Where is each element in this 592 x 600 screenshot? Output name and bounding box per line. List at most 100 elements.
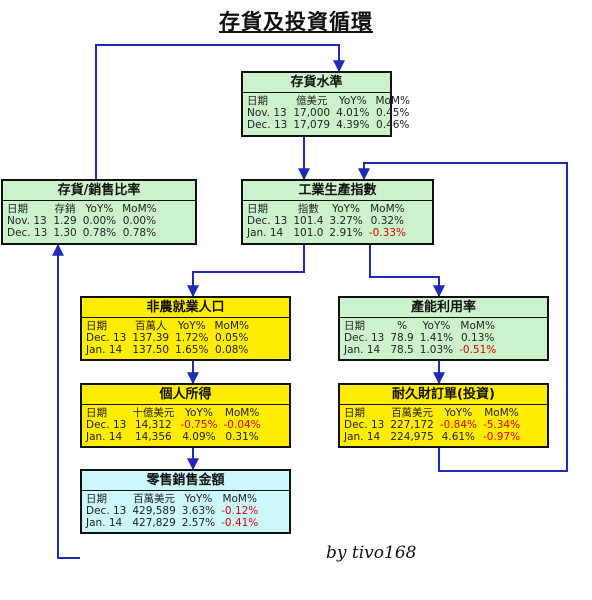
table-row: Dec. 13 101.4 3.27% 0.32% [243,215,409,227]
table-cell: 3.27% [329,215,363,227]
durable-to-production-arrow [358,162,568,472]
production-to-capacity-arrow [369,245,445,298]
table-cell: 4.09% [182,431,216,443]
table-cell: -0.75% [180,419,218,431]
column-header: 日期 [7,203,28,215]
table-cell: -0.12% [221,505,259,517]
table-cell: 1.41% [419,332,454,344]
column-header: YoY% [422,320,451,332]
table-cell: 78.5 [390,344,414,356]
column-header: 日期 [86,320,107,332]
author-signature: by tivo168 [326,543,417,563]
box-title: 存貨水準 [243,73,390,93]
table-cell: 427,829 [132,517,176,529]
table-cell: -0.41% [221,517,259,529]
row-date-cell: Dec. 13 [344,332,385,344]
table-cell: 0.46% [376,119,410,131]
box-title: 零售銷售金額 [82,471,289,491]
column-header: MoM% [122,203,157,215]
column-header: 百萬美元 [133,493,176,505]
row-date-cell: Dec. 13 [7,227,48,239]
column-header: MoM% [214,320,249,332]
box-title: 產能利用率 [340,298,547,318]
table-cell: 227,172 [390,419,434,431]
column-header: 億美元 [295,95,328,107]
table-cell: 14,312 [134,419,172,431]
table-cell: 2.91% [329,227,363,239]
column-header: 十億美元 [132,407,175,419]
table-cell: -0.84% [439,419,477,431]
table-cell: 14,356 [134,431,172,443]
column-header: 百萬美元 [391,407,434,419]
row-date-cell: Jan. 14 [344,431,381,443]
column-header: % [397,320,408,332]
table-cell: 17,079 [293,119,331,131]
column-header: YoY% [177,320,206,332]
table-cell: 101.4 [293,215,324,227]
table-cell: 0.00% [82,215,117,227]
table-cell: 0.08% [215,344,249,356]
table-cell: -5.34% [482,419,521,431]
box-title: 存貨/銷售比率 [3,181,195,201]
box-title: 耐久財訂單(投資) [340,385,547,405]
table-cell: 0.31% [225,431,259,443]
table-cell: 101.0 [293,227,324,239]
column-header: MoM% [484,407,519,419]
row-date-cell: Dec. 13 [344,419,385,431]
row-date-cell: Jan. 14 [86,431,123,443]
column-header: YoY% [184,493,213,505]
column-header: YoY% [338,95,367,107]
table-cell: 429,589 [132,505,176,517]
row-date-cell: Jan. 14 [247,227,284,239]
row-date-cell: Dec. 13 [86,332,127,344]
column-header: YoY% [85,203,114,215]
table-cell: 17,000 [293,107,331,119]
table-cell: 137.50 [132,344,170,356]
table-cell: -0.51% [459,344,497,356]
table-cell: 1.30 [53,227,77,239]
table-cell: 0.32% [370,215,405,227]
table-cell: 1.72% [175,332,209,344]
row-date-cell: Nov. 13 [7,215,47,227]
column-header: YoY% [332,203,361,215]
table-cell: 0.45% [376,107,410,119]
box-title: 非農就業人口 [82,298,289,318]
row-date-cell: Dec. 13 [247,215,288,227]
table-row: Dec. 13 227,172 -0.84% -5.34% [340,419,523,431]
column-header: 日期 [86,407,107,419]
box-title: 工業生產指數 [243,181,432,201]
table-cell: 0.05% [215,332,249,344]
page-title-text: 存貨及投資循環 [219,9,373,34]
column-header: MoM% [370,203,405,215]
column-header: MoM% [375,95,410,107]
table-cell: 224,975 [390,431,434,443]
table-cell: 4.61% [441,431,476,443]
table-cell: 4.01% [336,107,370,119]
